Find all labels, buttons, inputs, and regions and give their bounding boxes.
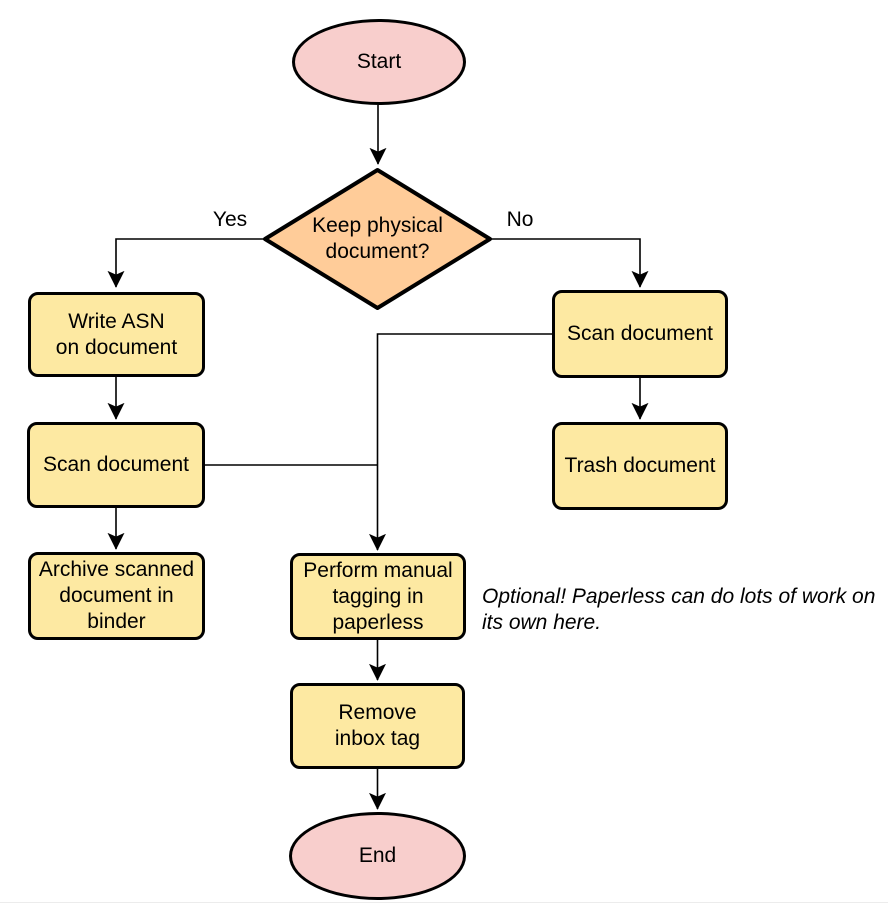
edge-decision-to-write-asn [107,238,265,288]
node-scan-document-left: Scan document [27,422,205,508]
edge-label-yes: Yes [212,208,248,231]
node-start-label: Start [356,50,402,73]
node-scan-document-right-label: Scan document [567,322,713,345]
edge-decision-to-scan-right [490,238,649,288]
node-remove-inbox-tag-label: Remove inbox tag [334,701,421,750]
node-end: End [289,812,466,900]
node-end-label: End [358,844,397,867]
node-scan-document-left-label: Scan document [43,453,189,476]
node-trash-document-label: Trash document [564,454,716,477]
edge-scan-right-to-tagging [369,333,552,551]
node-archive-binder-label: Archive scanned document in binder [38,558,195,633]
node-trash-document: Trash document [552,422,728,510]
decision-diamond-shape [263,168,492,310]
edge-label-no: No [506,208,534,231]
node-decision-label: Keep physical document? [312,214,443,263]
node-start: Start [292,19,466,105]
node-archive-binder: Archive scanned document in binder [28,552,205,640]
page-bottom-divider [0,902,888,903]
node-perform-tagging: Perform manual tagging in paperless [290,553,466,640]
node-scan-document-right: Scan document [552,290,728,378]
node-perform-tagging-label: Perform manual tagging in paperless [303,558,453,634]
node-write-asn-label: Write ASN on document [55,309,178,359]
annotation-optional-note: Optional! Paperless can do lots of work … [482,585,876,634]
node-remove-inbox-tag: Remove inbox tag [290,683,465,769]
node-decision-keep-physical: Keep physical document? [265,205,490,273]
node-write-asn: Write ASN on document [28,292,205,377]
